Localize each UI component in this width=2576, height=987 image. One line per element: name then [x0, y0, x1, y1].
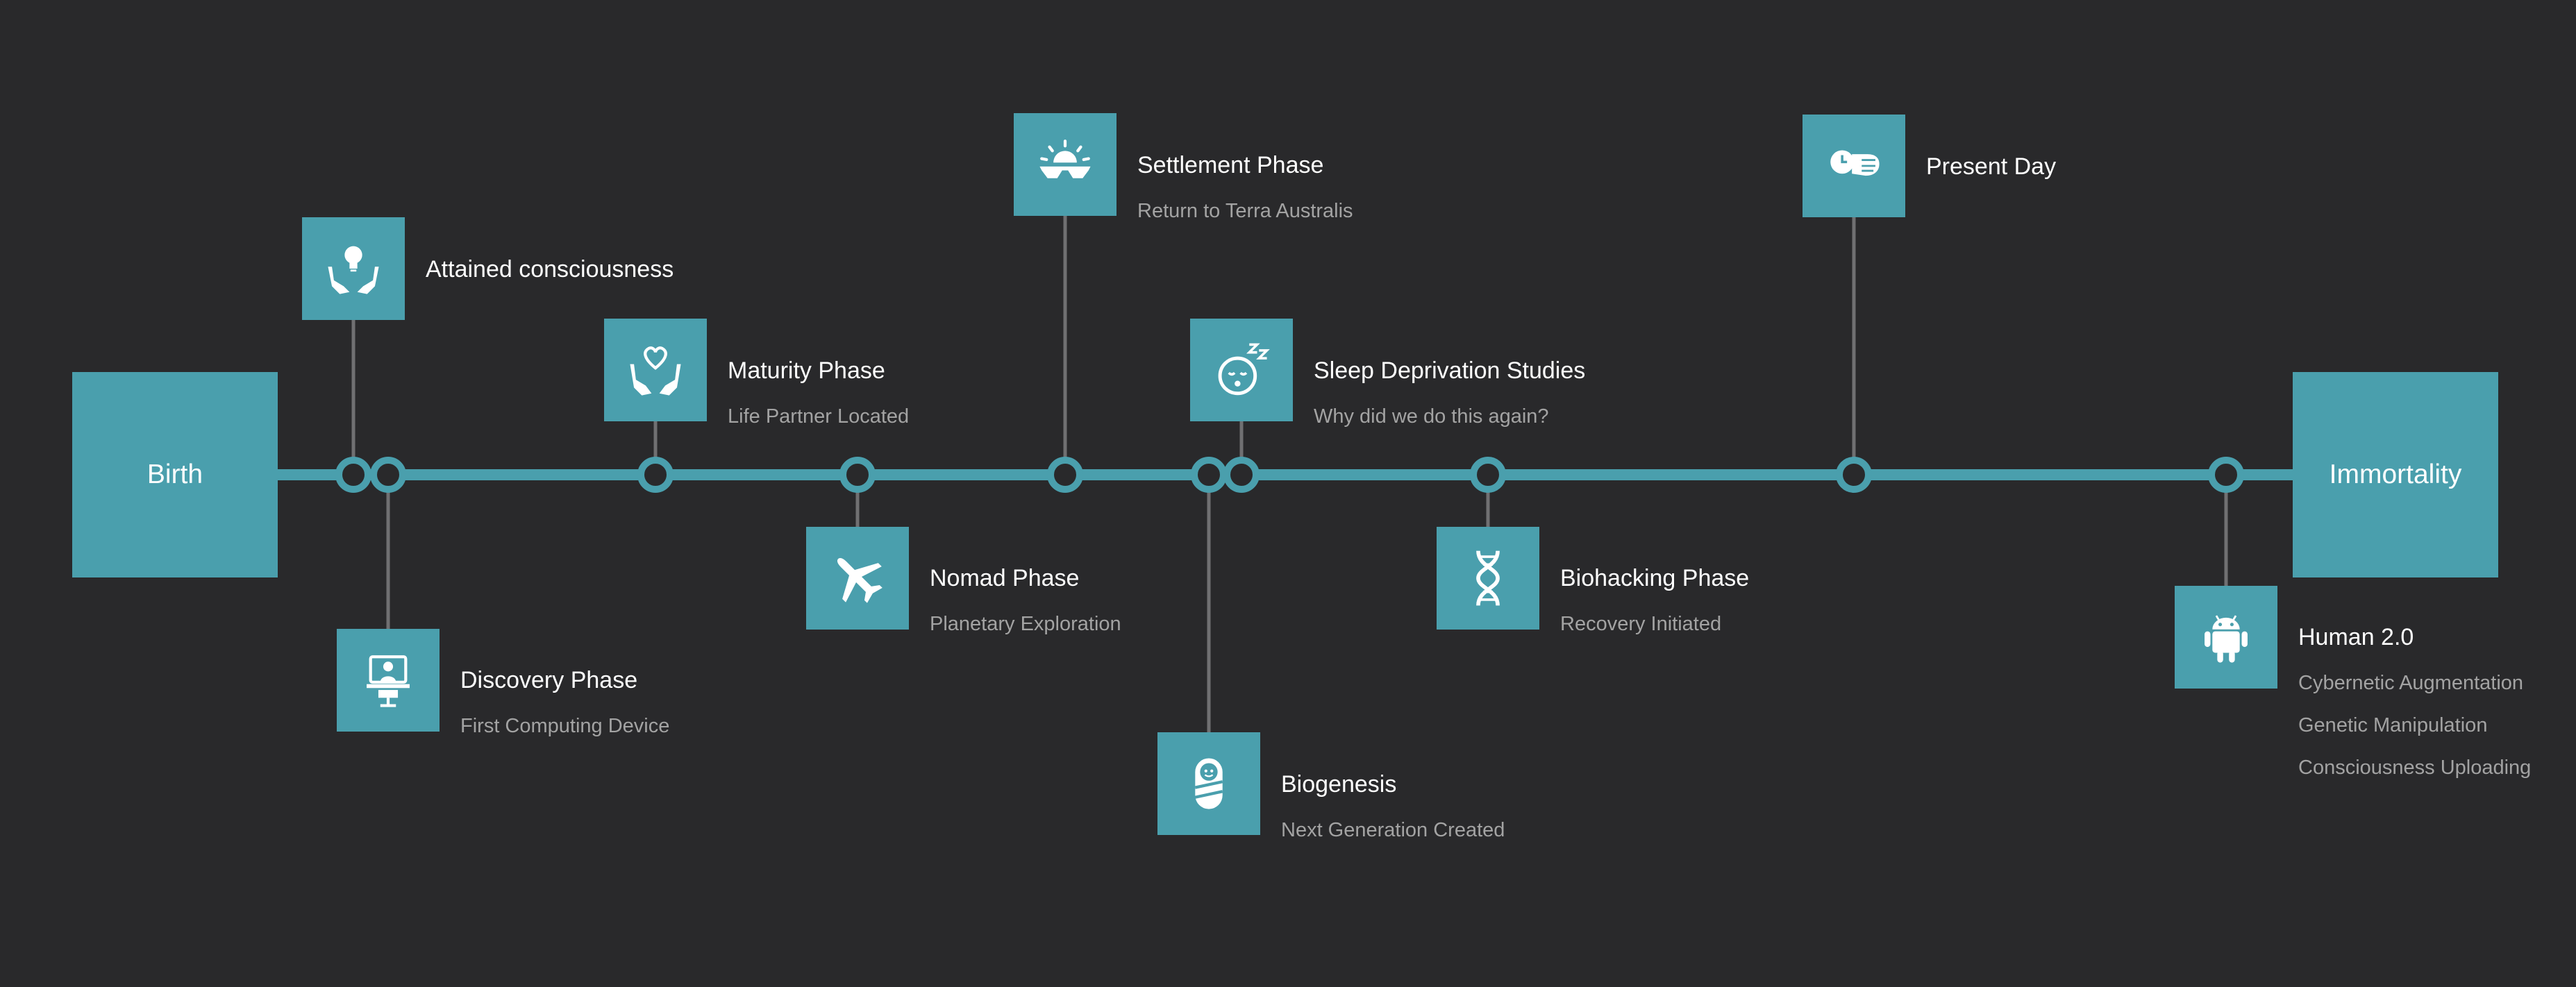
timeline-node-biogenesis — [1191, 457, 1227, 493]
event-subtitle: Life Partner Located — [728, 405, 910, 428]
human-label: Human 2.0 Cybernetic Augmentation Geneti… — [2298, 623, 2531, 779]
event-subtitle: Planetary Exploration — [930, 613, 1121, 635]
discovery-icon-box — [337, 629, 440, 732]
biogenesis-icon-box — [1157, 732, 1260, 835]
attained-label: Attained consciousness — [426, 255, 674, 283]
timeline-node-discovery — [370, 457, 406, 493]
maturity-icon-box — [604, 319, 707, 421]
event-title: Nomad Phase — [930, 565, 1080, 591]
sunglasses-sun-icon — [1039, 140, 1091, 178]
immortality-label: Immortality — [2329, 459, 2462, 489]
event-title: Attained consciousness — [426, 256, 674, 282]
biogenesis-label: Biogenesis Next Generation Created — [1281, 770, 1505, 842]
present-icon-box — [1803, 115, 1905, 217]
event-title: Settlement Phase — [1137, 152, 1324, 178]
event-title: Biogenesis — [1281, 771, 1397, 798]
timeline-node-biohacking — [1470, 457, 1506, 493]
event-subtitle: Cybernetic Augmentation — [2298, 672, 2524, 694]
maturity-label: Maturity Phase Life Partner Located — [728, 357, 909, 428]
birth-box: Birth — [72, 372, 278, 577]
discovery-label: Discovery Phase First Computing Device — [460, 666, 669, 738]
timeline-node-human — [2208, 457, 2244, 493]
event-title: Biohacking Phase — [1560, 565, 1750, 591]
event-subtitle: Recovery Initiated — [1560, 613, 1722, 635]
biohacking-icon-box — [1437, 527, 1539, 630]
attained-icon-box — [302, 217, 405, 320]
human-icon-box — [2175, 586, 2277, 689]
settlement-label: Settlement Phase Return to Terra Austral… — [1137, 151, 1353, 223]
event-subtitle: Consciousness Uploading — [2298, 757, 2532, 779]
dna-icon — [1476, 550, 1500, 606]
event-title: Discovery Phase — [460, 667, 638, 693]
nomad-icon-box — [806, 527, 909, 630]
timeline-node-settlement — [1047, 457, 1083, 493]
computer-user-icon — [367, 655, 410, 707]
timeline-node-sleep — [1223, 457, 1260, 493]
event-subtitle: Genetic Manipulation — [2298, 714, 2488, 736]
timeline-node-nomad — [839, 457, 876, 493]
nomad-label: Nomad Phase Planetary Exploration — [930, 564, 1121, 636]
event-subtitle: Return to Terra Australis — [1137, 200, 1353, 222]
birth-label: Birth — [147, 459, 203, 489]
present-label: Present Day — [1926, 153, 2056, 180]
airplane-icon — [837, 557, 883, 603]
biohacking-label: Biohacking Phase Recovery Initiated — [1560, 564, 1749, 636]
event-subtitle: Why did we do this again? — [1314, 405, 1549, 428]
timeline-node-attained — [335, 457, 371, 493]
event-title: Maturity Phase — [728, 357, 885, 384]
event-title: Sleep Deprivation Studies — [1314, 357, 1586, 384]
swaddled-baby-icon — [1194, 758, 1223, 809]
event-title: Human 2.0 — [2298, 624, 2414, 650]
event-title: Present Day — [1926, 153, 2057, 180]
event-subtitle: First Computing Device — [460, 715, 670, 737]
android-robot-icon — [2205, 615, 2248, 663]
hands-heart-icon — [630, 346, 681, 396]
timeline-node-present — [1836, 457, 1872, 493]
settlement-icon-box — [1014, 113, 1116, 216]
immortality-box: Immortality — [2293, 372, 2498, 577]
hands-lightbulb-icon — [328, 246, 379, 294]
timeline-node-maturity — [637, 457, 674, 493]
wristwatch-icon — [1830, 150, 1880, 176]
event-subtitle: Next Generation Created — [1281, 819, 1505, 841]
sleepy-face-icon — [1218, 343, 1270, 396]
sleep-label: Sleep Deprivation Studies Why did we do … — [1314, 357, 1585, 428]
sleep-icon-box — [1190, 319, 1293, 421]
